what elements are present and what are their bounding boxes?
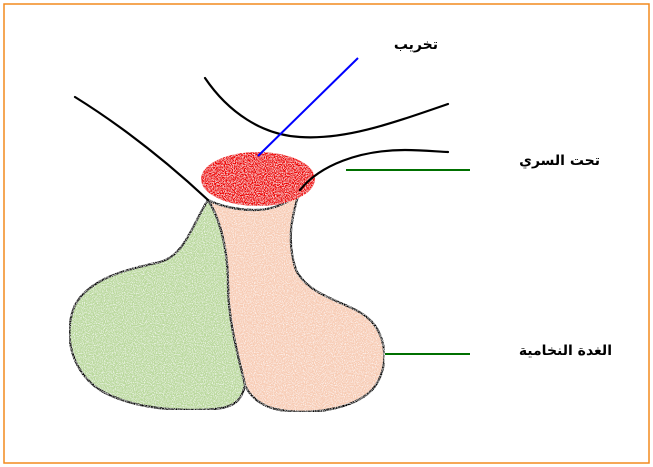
hypothalamus-label: تحت السري: [519, 153, 600, 170]
lesion-label: تخريب: [394, 37, 438, 53]
left-brain-outline: [75, 97, 208, 200]
upper-brain-outline: [205, 78, 448, 137]
anterior-pituitary-lobe: [69, 200, 245, 410]
lesion-blob: [201, 152, 315, 206]
pituitary-label: الغدة النخامية: [519, 343, 612, 359]
lesion-pointer-line: [258, 58, 358, 156]
